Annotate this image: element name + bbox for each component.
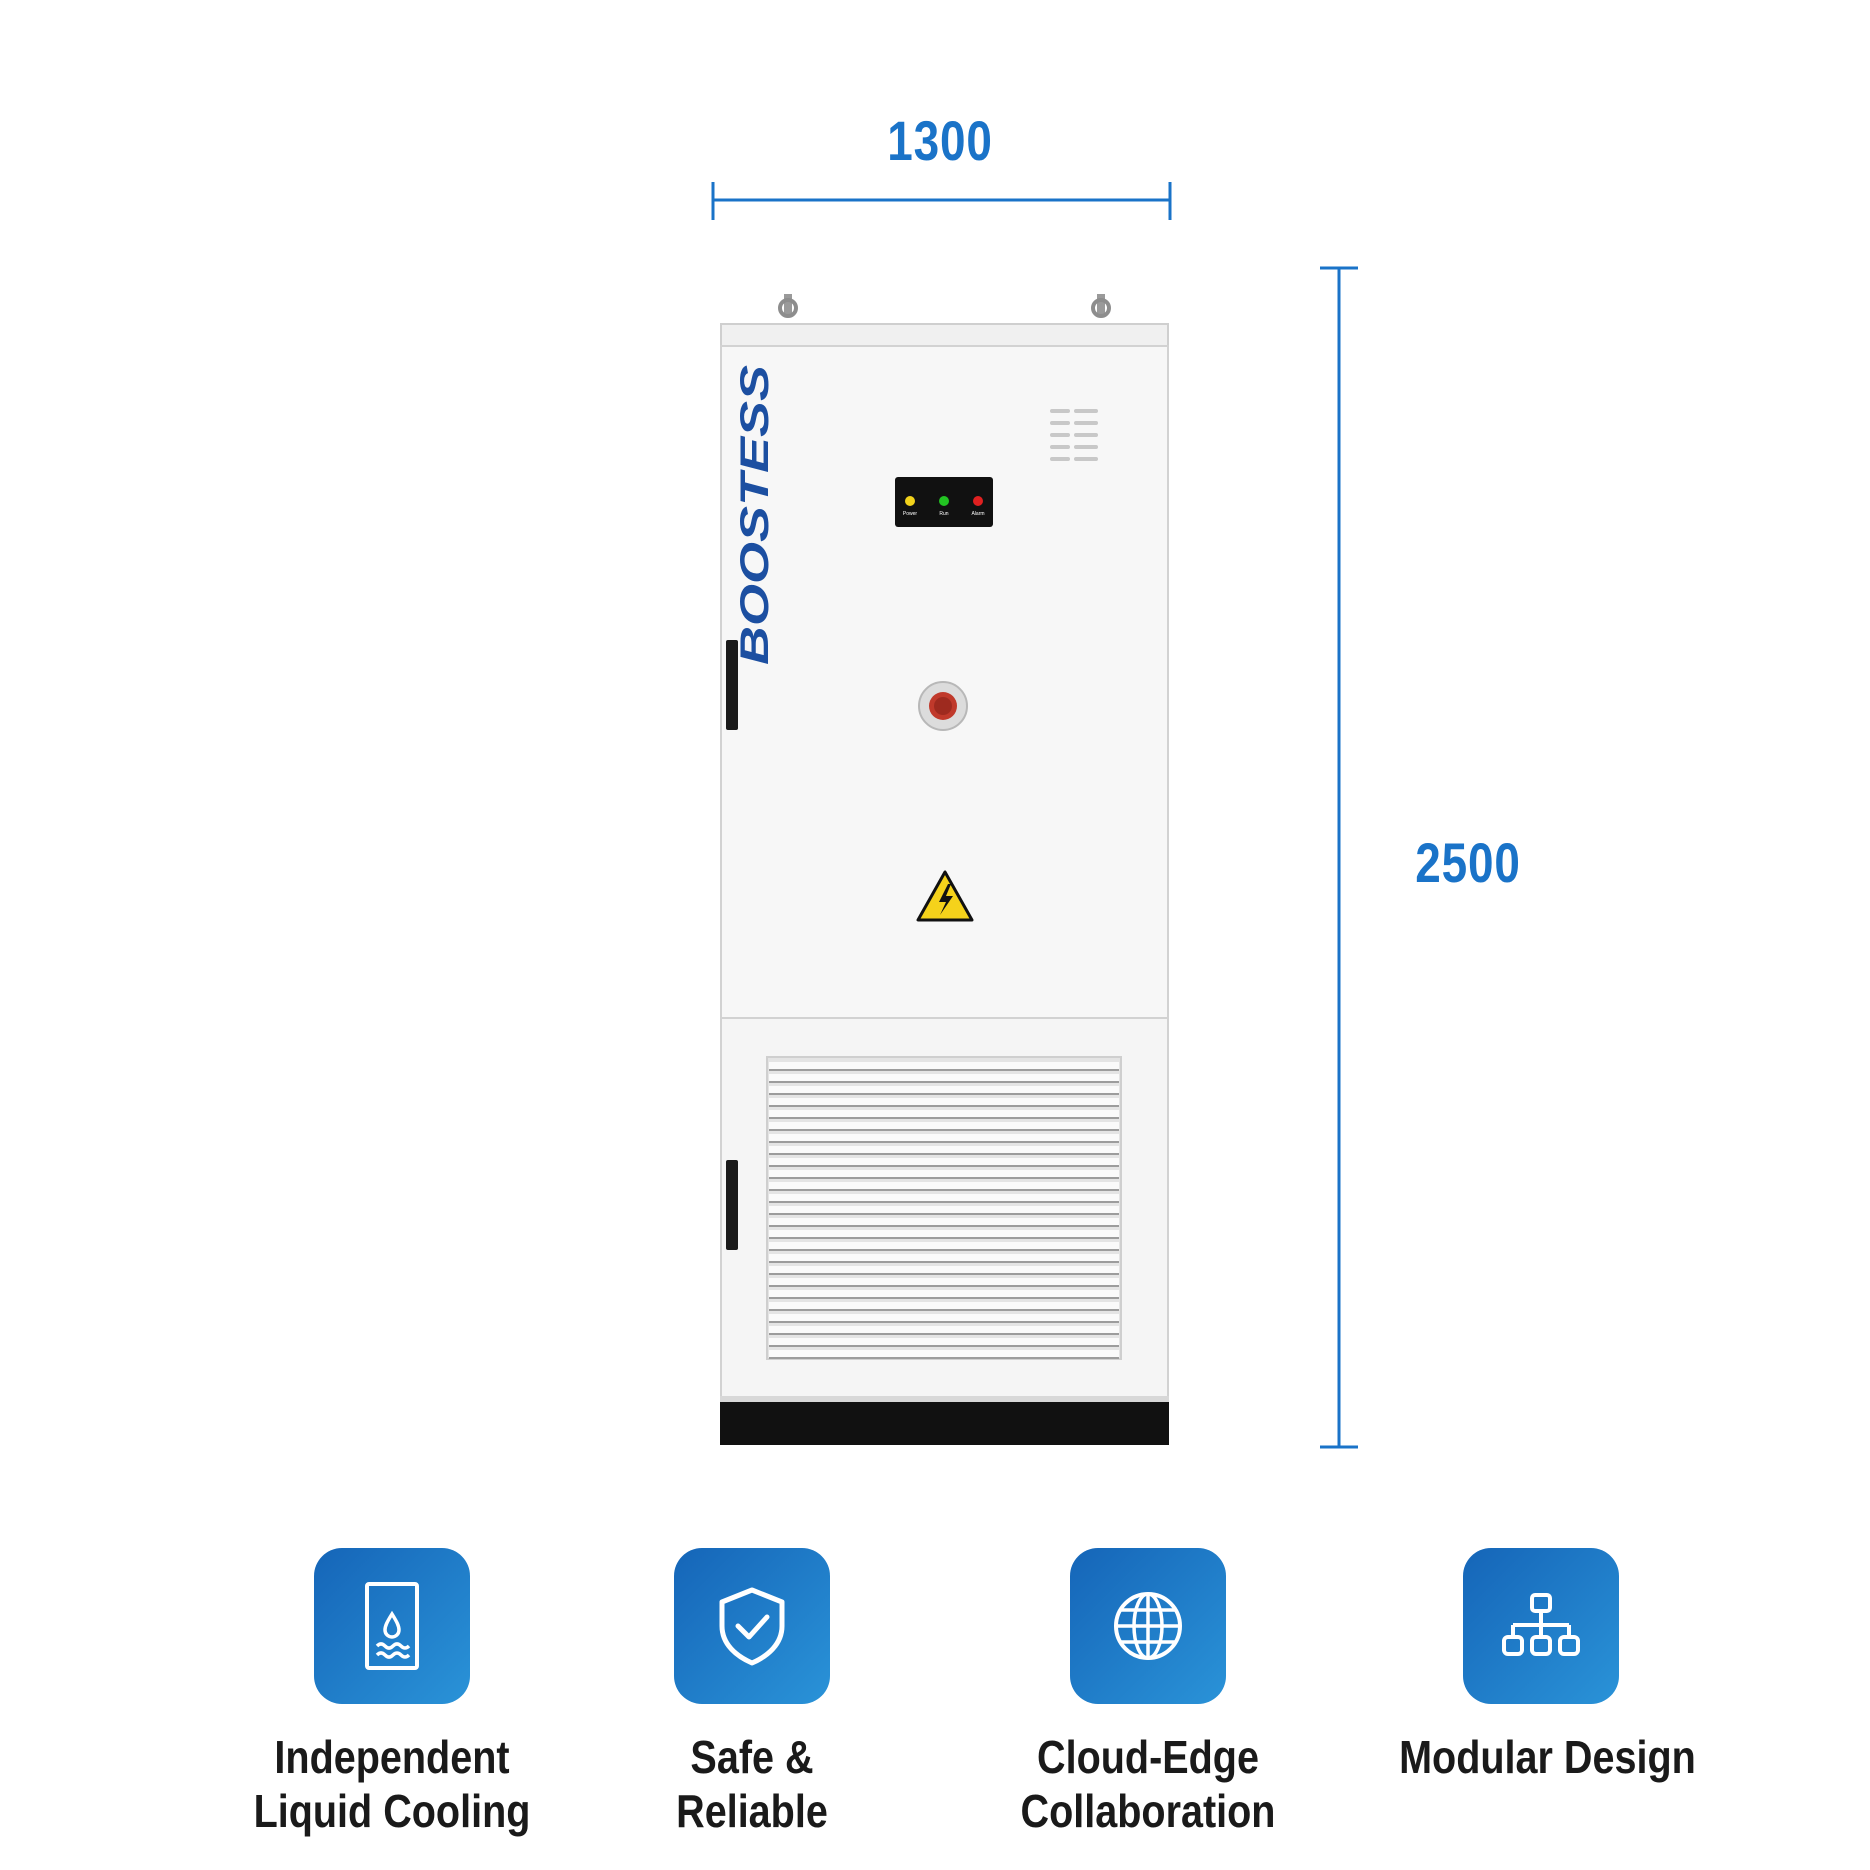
louver-shadow	[769, 1081, 1119, 1083]
indicator-label: Alarm	[971, 511, 984, 517]
globe-icon	[1070, 1548, 1226, 1704]
louver-grill	[766, 1056, 1122, 1360]
indicator-label: Run	[939, 511, 948, 517]
louver-slat	[769, 1242, 1119, 1249]
width-dimension-line	[711, 182, 1172, 220]
louver-shadow	[769, 1273, 1119, 1275]
run-indicator-light	[939, 496, 949, 506]
high-voltage-warning-icon	[916, 870, 974, 922]
louver-slat	[769, 1158, 1119, 1165]
louver-slat	[769, 1218, 1119, 1225]
louver-slat	[769, 1230, 1119, 1237]
louver-shadow	[769, 1333, 1119, 1335]
louver-slat	[769, 1254, 1119, 1261]
louver-shadow	[769, 1237, 1119, 1239]
indicator-panel: Power Run Alarm	[895, 477, 993, 527]
louver-slat	[769, 1110, 1119, 1117]
louver-shadow	[769, 1261, 1119, 1263]
brand-logo: BOOSTESS	[733, 365, 777, 665]
feature-cloud-edge-collaboration: Cloud-Edge Collaboration	[983, 1548, 1313, 1838]
liquid-cooling-icon	[314, 1548, 470, 1704]
emergency-stop-button	[918, 681, 968, 731]
louver-shadow	[769, 1177, 1119, 1179]
louver-slat	[769, 1314, 1119, 1321]
feature-label: Cloud-Edge Collaboration	[1020, 1731, 1276, 1837]
louver-shadow	[769, 1093, 1119, 1095]
feature-safe-reliable: Safe & Reliable	[587, 1548, 917, 1838]
louver-slat	[769, 1146, 1119, 1153]
louver-shadow	[769, 1105, 1119, 1107]
louver-slat	[769, 1290, 1119, 1297]
louver-slat	[769, 1098, 1119, 1105]
louver-slat	[769, 1074, 1119, 1081]
feature-label: Modular Design	[1399, 1731, 1696, 1783]
lifting-eye-right	[1091, 294, 1111, 318]
louver-slat	[769, 1086, 1119, 1093]
height-dimension-line	[1320, 266, 1358, 1449]
louver-shadow	[769, 1321, 1119, 1323]
louver-shadow	[769, 1225, 1119, 1227]
feature-label: Safe & Reliable	[676, 1731, 828, 1837]
louver-shadow	[769, 1153, 1119, 1155]
louver-shadow	[769, 1201, 1119, 1203]
lifting-eye-left	[778, 294, 798, 318]
height-dimension-label: 2500	[1415, 831, 1521, 894]
feature-independent-liquid-cooling: Independent Liquid Cooling	[227, 1548, 557, 1838]
louver-shadow	[769, 1117, 1119, 1119]
louver-shadow	[769, 1345, 1119, 1347]
louver-slat	[769, 1350, 1119, 1357]
louver-shadow	[769, 1297, 1119, 1299]
louver-shadow	[769, 1069, 1119, 1071]
louver-shadow	[769, 1285, 1119, 1287]
hierarchy-icon	[1463, 1548, 1619, 1704]
louver-slat	[769, 1062, 1119, 1069]
shield-check-icon	[674, 1548, 830, 1704]
cabinet-roof	[720, 323, 1169, 347]
alarm-indicator-light	[973, 496, 983, 506]
louver-shadow	[769, 1249, 1119, 1251]
cabinet-base	[720, 1400, 1169, 1445]
louver-slat	[769, 1170, 1119, 1177]
louver-slat	[769, 1326, 1119, 1333]
lower-door-handle	[726, 1160, 738, 1250]
louver-shadow	[769, 1357, 1119, 1359]
width-dimension-label: 1300	[887, 109, 993, 172]
feature-label: Independent Liquid Cooling	[253, 1731, 531, 1837]
upper-door-handle	[726, 640, 738, 730]
louver-shadow	[769, 1141, 1119, 1143]
louver-slat	[769, 1302, 1119, 1309]
louver-shadow	[769, 1165, 1119, 1167]
indicator-label: Power	[903, 511, 918, 517]
louver-shadow	[769, 1213, 1119, 1215]
louver-shadow	[769, 1189, 1119, 1191]
louver-slat	[769, 1182, 1119, 1189]
louver-slat	[769, 1134, 1119, 1141]
louver-slat	[769, 1266, 1119, 1273]
upper-vent-slots	[1050, 409, 1098, 461]
louver-slat	[769, 1206, 1119, 1213]
louver-shadow	[769, 1129, 1119, 1131]
louver-slat	[769, 1194, 1119, 1201]
louver-slat	[769, 1338, 1119, 1345]
louver-slat	[769, 1278, 1119, 1285]
feature-modular-design: Modular Design	[1376, 1548, 1706, 1784]
louver-shadow	[769, 1309, 1119, 1311]
louver-slat	[769, 1122, 1119, 1129]
power-indicator-light	[905, 496, 915, 506]
